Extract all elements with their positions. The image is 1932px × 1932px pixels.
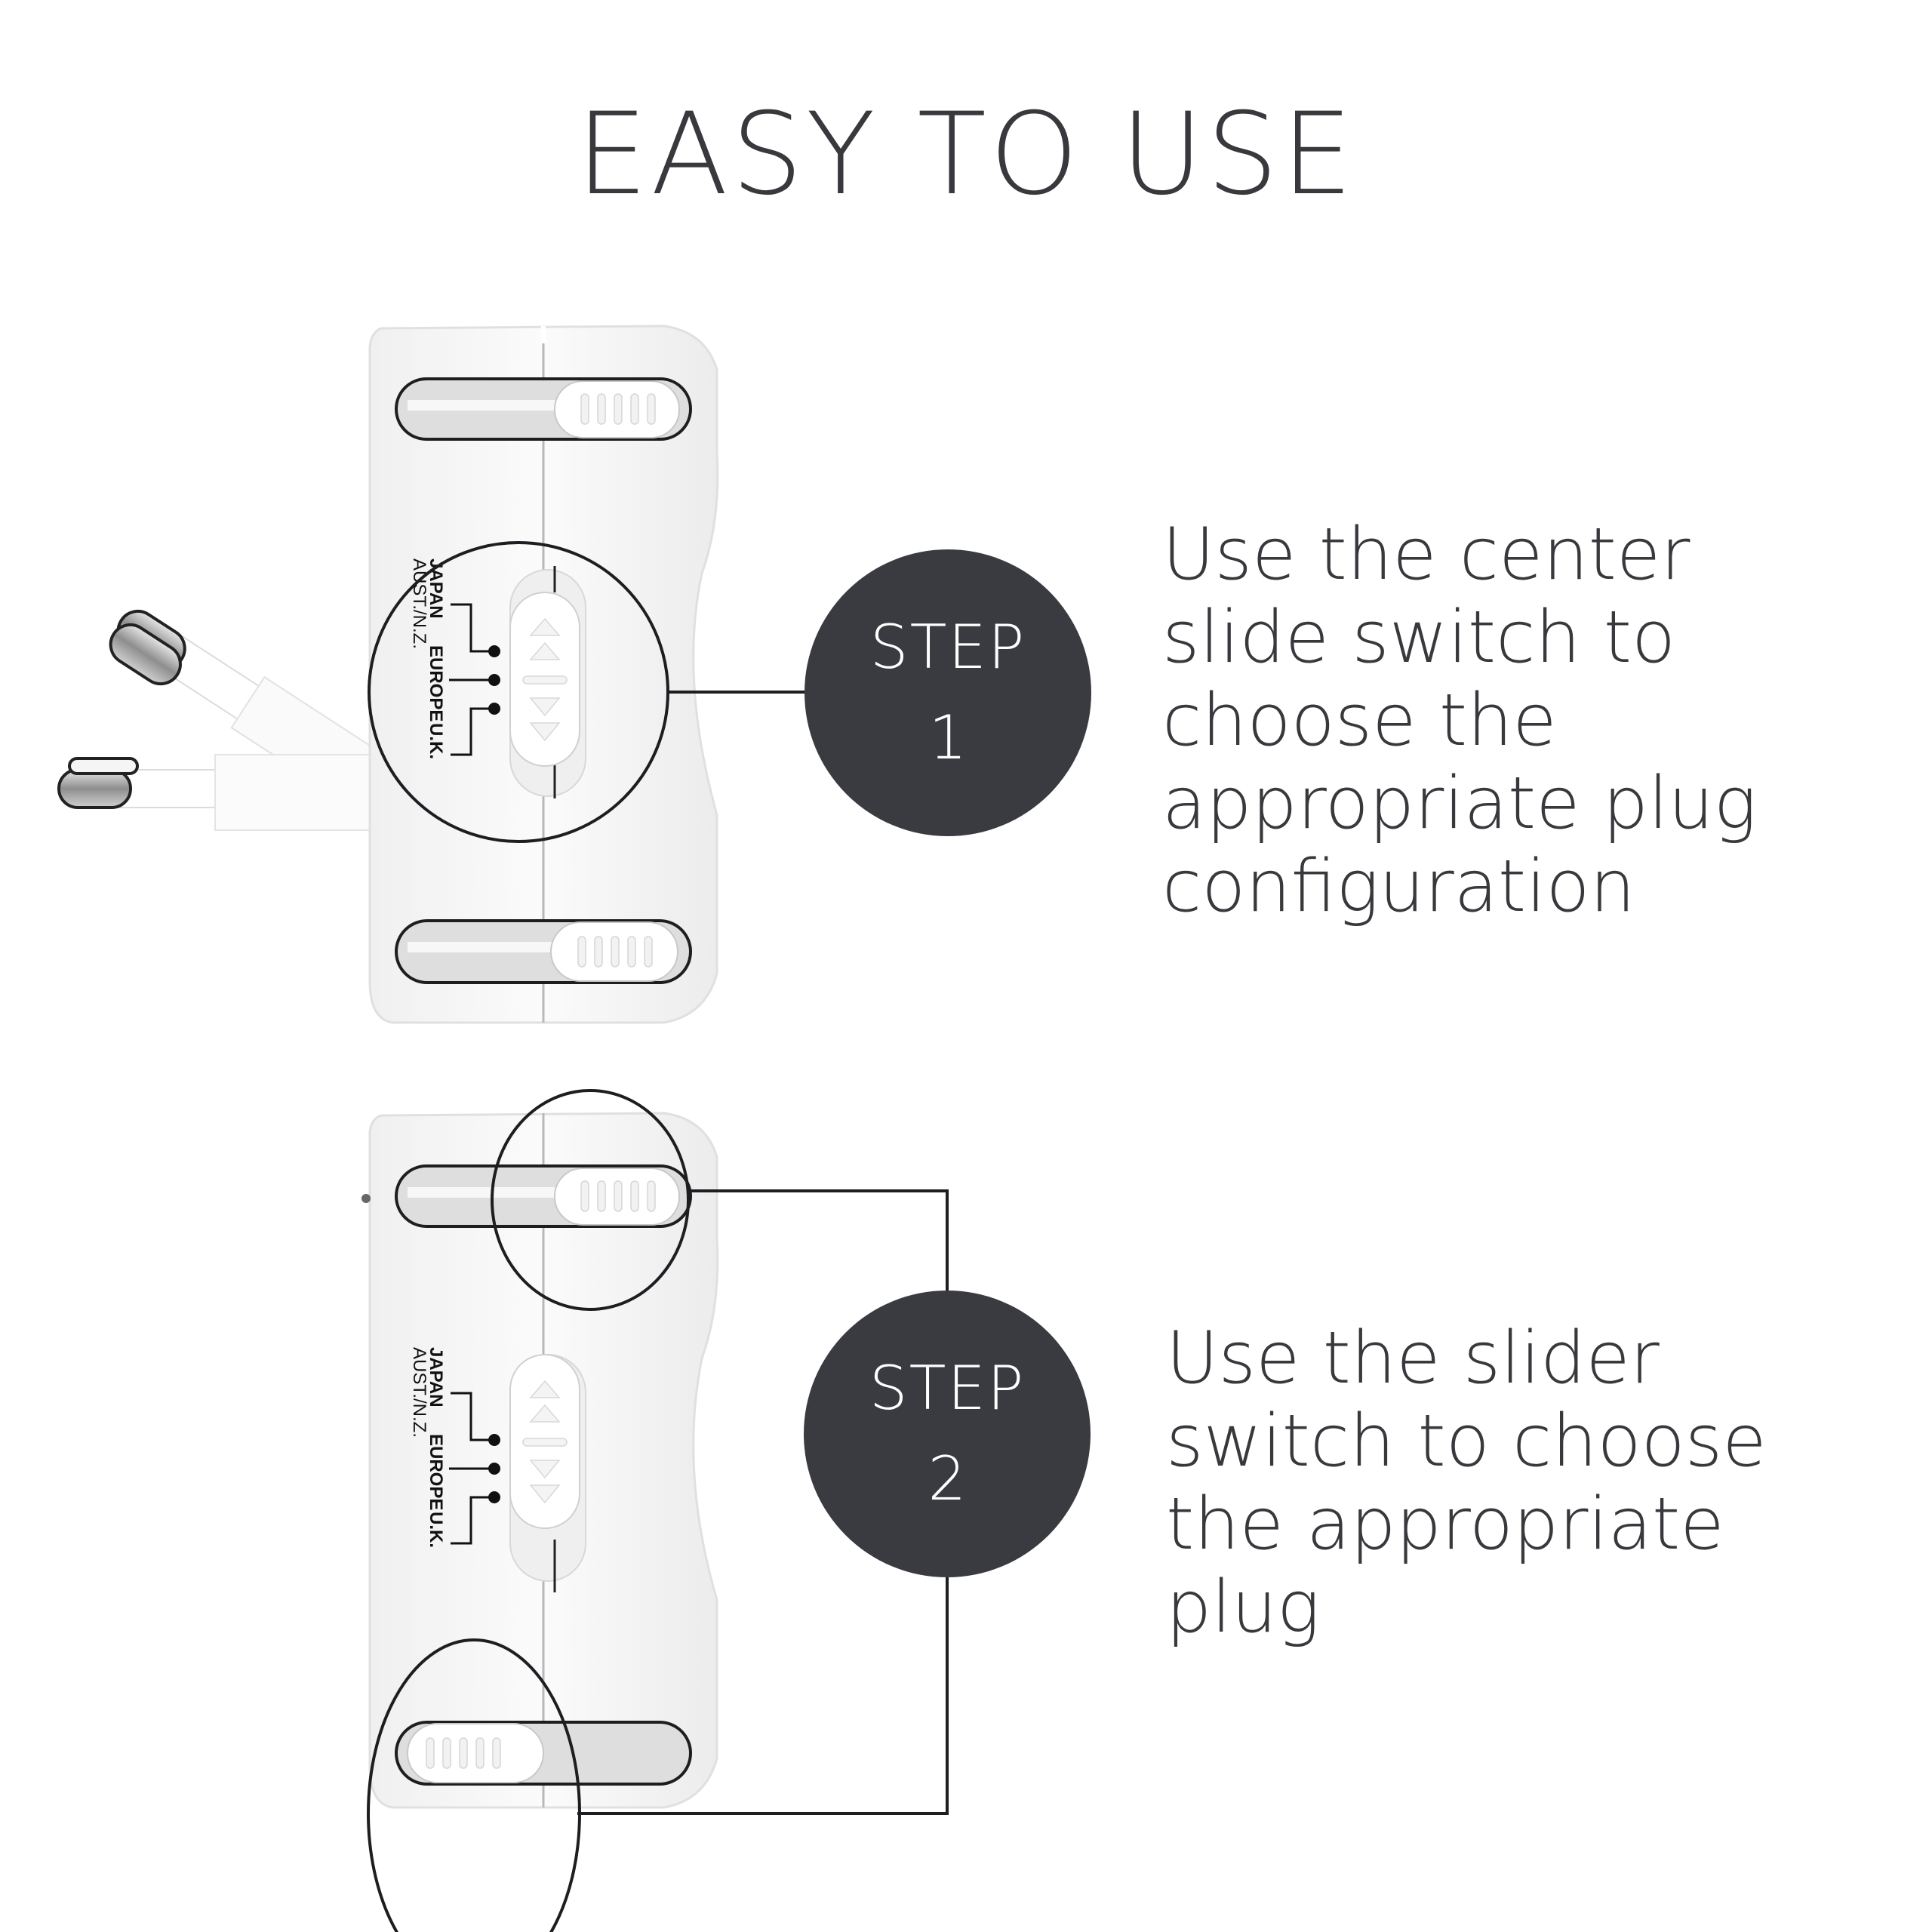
adapter-device-1: JAPAN AUST./N.Z. EUROPE U.K. (57, 325, 808, 1024)
step-1-badge: STEP 1 (804, 549, 1091, 836)
plug-selector-legend-2 (449, 1392, 492, 1545)
bottom-slider[interactable] (395, 919, 692, 984)
page-title: EASY TO USE (576, 89, 1356, 220)
label-japan-2: JAPAN (426, 1347, 446, 1407)
label-uk-1: U.K. (426, 723, 446, 759)
step-2-badge-word: STEP (869, 1353, 1026, 1423)
step-1-badge-number: 1 (928, 703, 968, 773)
label-uk-2: U.K. (426, 1512, 446, 1548)
bottom-slider-2[interactable] (395, 1721, 692, 1786)
label-aust-nz-2: AUST./N.Z. (409, 1347, 429, 1438)
step-2-description: Use the slider switch to choose the appr… (1166, 1317, 1767, 1649)
label-aust-nz-1: AUST./N.Z. (409, 558, 429, 649)
step-1-description: Use the center slide switch to choose th… (1162, 513, 1757, 928)
connector-line-step-2-bottom (577, 1574, 949, 1815)
connector-line-step-2-top (688, 1189, 949, 1292)
top-slider-2[interactable] (395, 1164, 692, 1228)
center-slide-switch-2[interactable] (509, 1354, 586, 1592)
plug-selector-legend-1 (449, 603, 492, 756)
label-europe-2: EUROPE (426, 1434, 446, 1510)
step-2-badge: STEP 2 (804, 1291, 1091, 1577)
step-1-badge-word: STEP (869, 612, 1026, 682)
europe-plug-prongs (57, 609, 405, 831)
step-2-badge-number: 2 (928, 1444, 967, 1514)
adapter-device-2: JAPAN AUST./N.Z. EUROPE U.K. (361, 1089, 949, 1932)
label-europe-1: EUROPE (426, 645, 446, 721)
callout-ellipse-top-slider (491, 1089, 690, 1311)
center-slide-switch[interactable] (509, 566, 586, 798)
top-slider[interactable] (395, 377, 692, 441)
